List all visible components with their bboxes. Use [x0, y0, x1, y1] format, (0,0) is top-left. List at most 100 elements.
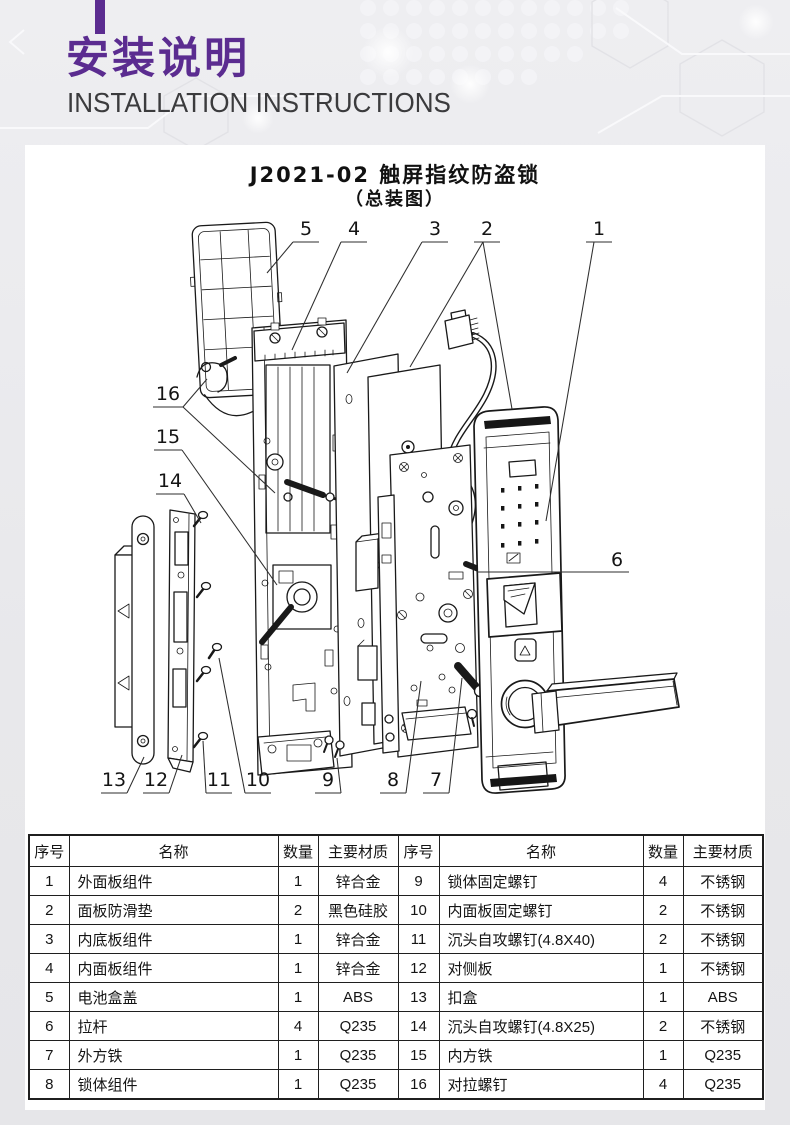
content-card: J2021-02 触屏指纹防盗锁 （总装图） [25, 145, 765, 1110]
part-name: 内面板组件 [68, 953, 279, 983]
part-no: 1 [28, 866, 70, 896]
table-row: 2 面板防滑垫 2 黑色硅胶 10 内面板固定螺钉 2 不锈钢 [28, 895, 764, 925]
callout-9: 9 [322, 769, 334, 791]
part-qty: 4 [277, 1011, 319, 1041]
deadbolt-boxes-drawing [355, 532, 385, 726]
table-header-row: 序号 名称 数量 主要材质 序号 名称 数量 主要材质 [28, 834, 764, 867]
part-no: 3 [28, 924, 70, 954]
diagram-title: J2021-02 触屏指纹防盗锁 [248, 163, 541, 187]
table-row: 4 内面板组件 1 锌合金 12 对侧板 1 不锈钢 [28, 953, 764, 983]
lock-faceplate-drawing [377, 494, 472, 754]
table-row: 5 电池盒盖 1 ABS 13 扣盒 1 ABS [28, 982, 764, 1012]
part-no: 15 [397, 1040, 440, 1070]
part-qty: 2 [642, 895, 684, 925]
col-header-name: 名称 [438, 834, 644, 867]
part-name: 锁体固定螺钉 [438, 866, 644, 896]
callout-5: 5 [300, 218, 312, 240]
table-row: 1 外面板组件 1 锌合金 9 锁体固定螺钉 4 不锈钢 [28, 866, 764, 896]
part-material: Q235 [682, 1040, 764, 1070]
part-name: 内底板组件 [68, 924, 279, 954]
part-no: 4 [28, 953, 70, 983]
callout-15: 15 [156, 426, 180, 448]
part-material: ABS [682, 982, 764, 1012]
part-name: 扣盒 [438, 982, 644, 1012]
display-window-icon [508, 459, 537, 478]
part-name: 锁体组件 [68, 1069, 279, 1100]
callout-7: 7 [430, 769, 442, 791]
part-no: 9 [397, 866, 440, 896]
col-header-material: 主要材质 [317, 834, 399, 867]
part-name: 外面板组件 [68, 866, 279, 896]
callout-14: 14 [158, 470, 182, 492]
callout-8: 8 [387, 769, 399, 791]
part-no: 7 [28, 1040, 70, 1070]
small-screws-drawing [323, 735, 345, 758]
table-row: 6 拉杆 4 Q235 14 沉头自攻螺钉(4.8X25) 2 不锈钢 [28, 1011, 764, 1041]
wire-connector-icon [444, 309, 480, 350]
part-no: 16 [397, 1069, 440, 1100]
part-name: 面板防滑垫 [68, 895, 279, 925]
callout-1: 1 [593, 218, 605, 240]
part-qty: 4 [642, 866, 684, 896]
part-qty: 1 [642, 1040, 684, 1070]
part-name: 沉头自攻螺钉(4.8X40) [438, 924, 644, 954]
col-header-qty: 数量 [642, 834, 684, 867]
part-material: 锌合金 [317, 924, 399, 954]
part-qty: 2 [642, 1011, 684, 1041]
door-handle-icon [531, 672, 680, 734]
page-title-chinese: 安装说明 [66, 35, 250, 83]
part-qty: 4 [642, 1069, 684, 1100]
fingerprint-module-icon [486, 572, 563, 638]
part-material: 黑色硅胶 [317, 895, 399, 925]
part-no: 12 [397, 953, 440, 983]
callout-4: 4 [348, 218, 360, 240]
callout-leaders: 1 2 3 4 5 6 7 8 9 10 11 12 13 14 15 16 [101, 218, 629, 794]
card-swipe-icon [506, 552, 521, 564]
part-material: Q235 [317, 1011, 399, 1041]
diagram-subtitle: （总装图） [345, 188, 445, 210]
part-qty: 1 [277, 1040, 319, 1070]
callout-13: 13 [102, 769, 126, 791]
part-name: 拉杆 [68, 1011, 279, 1041]
part-no: 14 [397, 1011, 440, 1041]
part-no: 5 [28, 982, 70, 1012]
strike-plate-drawing [167, 509, 196, 773]
callout-11: 11 [207, 769, 231, 791]
part-no: 2 [28, 895, 70, 925]
part-qty: 1 [277, 953, 319, 983]
callout-10: 10 [246, 769, 270, 791]
col-header-name: 名称 [68, 834, 279, 867]
table-row: 8 锁体组件 1 Q235 16 对拉螺钉 4 Q235 [28, 1069, 764, 1100]
part-name: 内方铁 [438, 1040, 644, 1070]
callout-3: 3 [429, 218, 441, 240]
col-header-no: 序号 [28, 834, 70, 867]
table-row: 3 内底板组件 1 锌合金 11 沉头自攻螺钉(4.8X40) 2 不锈钢 [28, 924, 764, 954]
doorbell-button-icon [514, 638, 537, 662]
part-no: 8 [28, 1069, 70, 1100]
part-qty: 1 [277, 924, 319, 954]
callout-2: 2 [481, 218, 493, 240]
part-material: 不锈钢 [682, 866, 764, 896]
part-material: 锌合金 [317, 866, 399, 896]
col-header-qty: 数量 [277, 834, 319, 867]
part-name: 内面板固定螺钉 [438, 895, 644, 925]
part-name: 电池盒盖 [68, 982, 279, 1012]
part-material: 锌合金 [317, 953, 399, 983]
side-screws-drawing [192, 510, 223, 749]
col-header-material: 主要材质 [682, 834, 764, 867]
part-no: 11 [397, 924, 440, 954]
part-material: 不锈钢 [682, 924, 764, 954]
table-row: 7 外方铁 1 Q235 15 内方铁 1 Q235 [28, 1040, 764, 1070]
part-no: 6 [28, 1011, 70, 1041]
part-material: Q235 [317, 1040, 399, 1070]
part-material: 不锈钢 [682, 895, 764, 925]
part-material: ABS [317, 982, 399, 1012]
part-name: 对拉螺钉 [438, 1069, 644, 1100]
inner-base-plate-drawing [251, 317, 353, 776]
front-panel-drawing [473, 406, 680, 794]
accent-ribbon [95, 0, 105, 34]
part-qty: 2 [642, 924, 684, 954]
spring-hook-drawing [196, 356, 237, 393]
part-material: 不锈钢 [682, 953, 764, 983]
